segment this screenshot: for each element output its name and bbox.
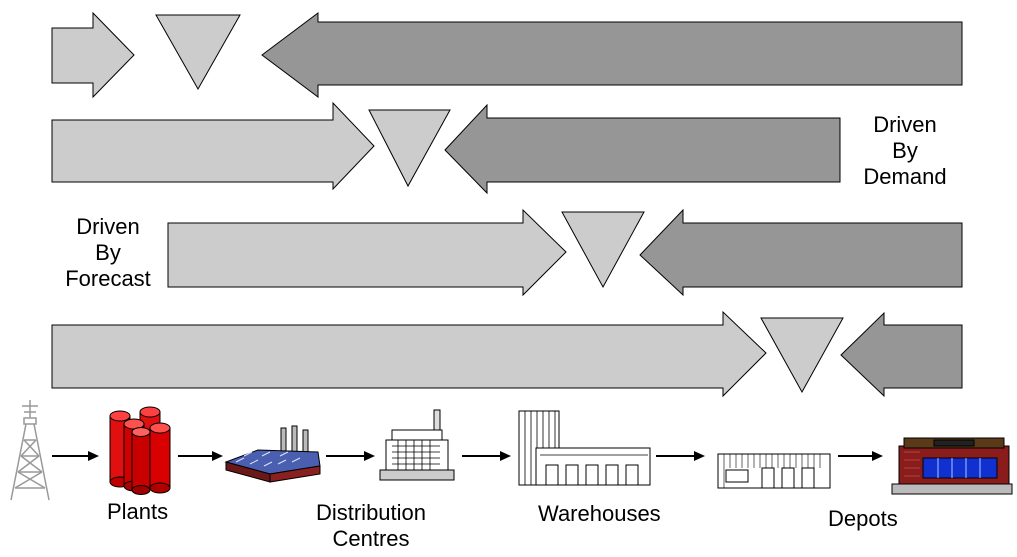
factory-icon [224, 425, 321, 483]
forecast-line-2: By [95, 240, 121, 265]
driven-by-demand-label: Driven By Demand [850, 112, 960, 190]
push-arrow-row-2 [51, 101, 375, 191]
oil-well-icon [10, 400, 50, 501]
push-arrow-row-4 [51, 310, 767, 398]
flow-arrow-3 [326, 451, 375, 461]
demand-line-2: By [892, 138, 918, 163]
distribution-line-1: Distribution [315, 500, 427, 525]
flow-arrow-6 [838, 451, 883, 461]
decoupling-point-row-3 [561, 211, 645, 289]
decoupling-point-row-2 [368, 109, 451, 188]
flow-arrow-5 [656, 451, 705, 461]
demand-line-1: Driven [873, 112, 937, 137]
warehouses-label: Warehouses [538, 501, 661, 526]
flow-arrow-2 [178, 451, 223, 461]
distribution-centres-label: Distribution Centres [300, 500, 442, 552]
store-icon [891, 437, 1013, 495]
plants-label: Plants [107, 499, 169, 524]
push-arrow-row-3 [167, 208, 567, 297]
pull-arrow-row-1 [261, 12, 963, 98]
forecast-line-1: Driven [76, 214, 140, 239]
flow-arrow-1 [52, 451, 99, 461]
depot-icon [717, 453, 831, 489]
pull-arrow-row-3 [639, 208, 963, 297]
decoupling-point-row-4 [760, 317, 844, 394]
depots-label: Depots [828, 506, 898, 531]
push-arrow-row-1 [51, 11, 135, 99]
flow-arrow-4 [462, 451, 511, 461]
pull-arrow-row-4 [840, 311, 963, 398]
driven-by-forecast-label: Driven By Forecast [50, 214, 166, 292]
plants-icon [109, 406, 171, 495]
warehouse-icon [518, 410, 651, 486]
distribution-centre-icon [379, 409, 455, 481]
demand-line-3: Demand [863, 164, 947, 189]
decoupling-point-row-1 [155, 14, 241, 91]
forecast-line-3: Forecast [65, 266, 151, 291]
pull-arrow-row-2 [444, 103, 841, 195]
distribution-line-2: Centres [332, 526, 410, 551]
